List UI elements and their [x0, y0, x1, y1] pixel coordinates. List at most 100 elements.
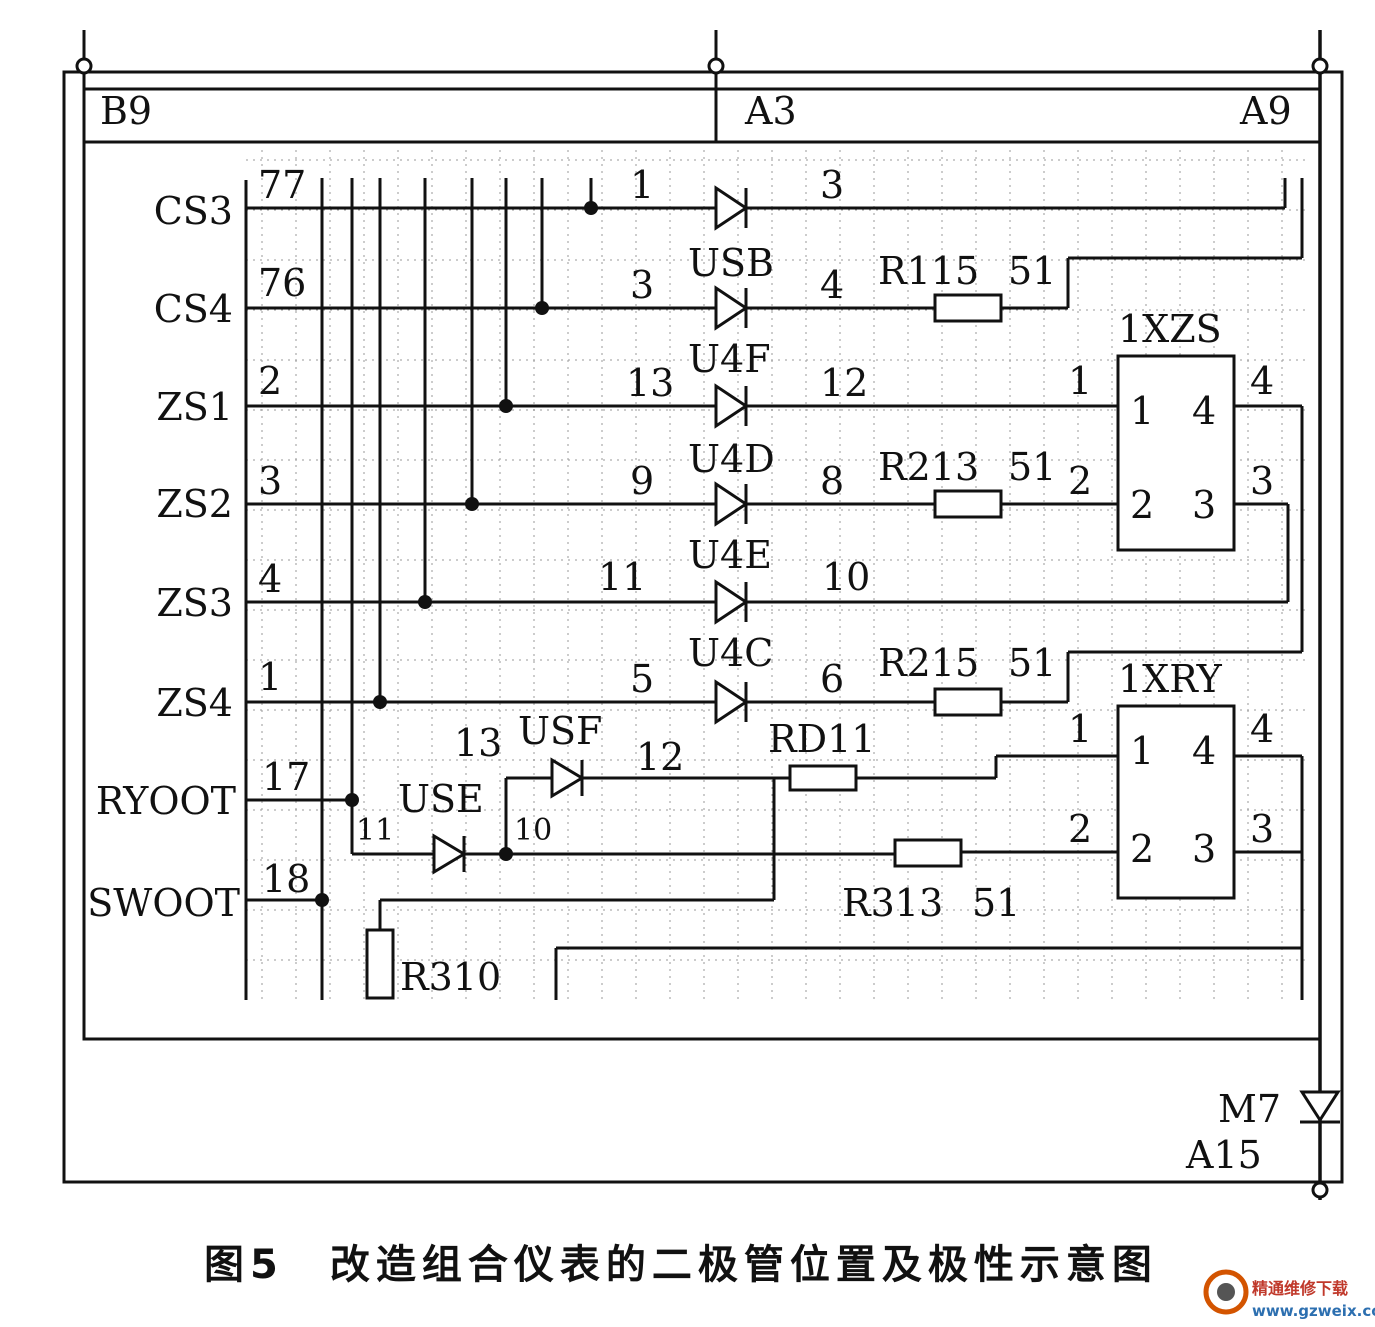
diode-label: U4C: [688, 631, 773, 675]
resistor-value: 51: [1008, 249, 1056, 293]
diode-use-pin-out: 10: [514, 813, 552, 848]
resistor-name: R115: [878, 249, 979, 293]
connector-1xry: 1XRY 1 4 2 3 1 4 2 3: [1068, 657, 1274, 900]
diode-pin-out: 10: [822, 555, 870, 599]
resistor-rd11-body: [788, 764, 858, 792]
connector-pin: 1: [1130, 729, 1154, 773]
resistor-r313-value: 51: [972, 881, 1020, 925]
row-cs4: CS4 76: [154, 261, 1068, 331]
connector-pin: 1: [1130, 389, 1154, 433]
row-zs1: ZS1 2: [156, 359, 1118, 429]
resistor-r215: R215 51: [878, 641, 1056, 717]
diode-row-5: 11 10 U4C: [598, 555, 870, 675]
diode-pin-out: 8: [820, 459, 844, 503]
resistor-r115: R115 51: [878, 249, 1056, 323]
block-label-b9: B9: [100, 89, 152, 133]
row-pin: 1: [258, 655, 282, 699]
diode-m7-location: A15: [1185, 1133, 1262, 1177]
terminal-bottom: [1311, 1181, 1329, 1199]
diode-use-label: USE: [398, 777, 484, 821]
connector-ext-pin: 4: [1250, 359, 1274, 403]
diode-usf-pin-in: 13: [454, 721, 502, 765]
figure-caption: 图5 改造组合仪表的二极管位置及极性示意图: [204, 1242, 1158, 1288]
row-pin: 18: [262, 857, 310, 901]
diode-usf-pin-out: 12: [636, 735, 684, 779]
diode-pin-out: 4: [820, 263, 844, 307]
diode-row-1: 1 3 USB: [630, 163, 844, 285]
connector-pin: 2: [1130, 483, 1154, 527]
connector-name: 1XZS: [1118, 307, 1222, 351]
diode-label: USB: [688, 241, 774, 285]
row-pin: 77: [258, 163, 306, 207]
connector-pin: 3: [1192, 827, 1216, 871]
junction-dots: [315, 201, 598, 907]
resistor-r310-body: [365, 928, 395, 1000]
block-label-a9: A9: [1239, 89, 1292, 133]
watermark-logo-icon: [1203, 1269, 1249, 1315]
row-label: SWOOT: [87, 881, 240, 925]
diode-pin-in: 13: [626, 361, 674, 405]
resistor-name: R215: [878, 641, 979, 685]
terminal-a9: [1311, 57, 1329, 75]
diode-pin-out: 3: [820, 163, 844, 207]
resistor-value: 51: [1008, 445, 1056, 489]
block-label-a3: A3: [744, 89, 797, 133]
connector-ext-pin: 3: [1250, 459, 1274, 503]
row-swoot: SWOOT 18: [87, 857, 322, 925]
diode-row-6: 5 6: [630, 657, 844, 725]
connector-ext-pin: 3: [1250, 807, 1274, 851]
diode-row-3: 13 12 U4D: [626, 361, 868, 481]
diode-pin-out: 12: [820, 361, 868, 405]
terminal-a3: [707, 57, 725, 75]
diode-m7: M7 A15: [1185, 1087, 1341, 1177]
connector-1xzs: 1XZS 1 4 2 3 1 4 2 3: [1068, 307, 1274, 552]
watermark-name: 精通维修下载: [1252, 1279, 1348, 1298]
row-label: CS3: [154, 189, 233, 233]
row-label: CS4: [154, 287, 233, 331]
connector-pin: 4: [1192, 729, 1216, 773]
diode-row-4: 9 8 U4E: [630, 459, 844, 577]
connector-pin: 2: [1130, 827, 1154, 871]
watermark-url: www.gzweix.com: [1252, 1302, 1375, 1320]
row-label: ZS4: [156, 681, 233, 725]
row-pin: 3: [258, 459, 282, 503]
diode-pin-in: 5: [630, 657, 654, 701]
diode-use-pin-in: 11: [356, 813, 394, 848]
connector-ext-pin: 2: [1068, 807, 1092, 851]
diode-label: U4E: [688, 533, 772, 577]
connector-ext-pin: 1: [1068, 359, 1092, 403]
row-zs2: ZS2 3: [156, 459, 1118, 526]
diode-label: U4F: [688, 337, 771, 381]
row-pin: 76: [258, 261, 306, 305]
row-label: ZS2: [156, 482, 233, 526]
connector-ext-pin: 2: [1068, 459, 1092, 503]
diode-pin-in: 3: [630, 263, 654, 307]
resistor-r310-label: R310: [400, 955, 501, 999]
row-pin: 4: [258, 557, 282, 601]
connector-name: 1XRY: [1118, 657, 1223, 701]
connector-ext-pin: 1: [1068, 707, 1092, 751]
connector-ext-pin: 4: [1250, 707, 1274, 751]
diode-usf-label: USF: [518, 709, 602, 753]
row-label: RYOOT: [96, 779, 236, 823]
row-ryoot: RYOOT 17: [96, 755, 352, 823]
row-cs3: CS3 77: [154, 163, 1285, 233]
diode-pin-in: 11: [598, 555, 646, 599]
vertical-taps: [320, 178, 593, 1000]
resistor-name: R213: [878, 445, 979, 489]
lower-circuit: USE 11 10 USF 13 12 RD11 R313 51 R310: [352, 709, 1118, 1000]
watermark: 精通维修下载 www.gzweix.com: [1203, 1269, 1375, 1320]
connector-pin: 3: [1192, 483, 1216, 527]
resistor-r313-label: R313: [842, 881, 943, 925]
diode-row-2: 3 4 U4F: [630, 263, 844, 381]
diode-m7-label: M7: [1218, 1087, 1281, 1131]
diode-pin-out: 6: [820, 657, 844, 701]
resistor-value: 51: [1008, 641, 1056, 685]
resistor-r213: R213 51: [878, 445, 1056, 519]
resistor-r313-body: [893, 838, 963, 868]
connector-pin: 4: [1192, 389, 1216, 433]
row-pin: 17: [262, 755, 310, 799]
terminal-b9: [75, 57, 93, 75]
row-label: ZS3: [156, 581, 233, 625]
